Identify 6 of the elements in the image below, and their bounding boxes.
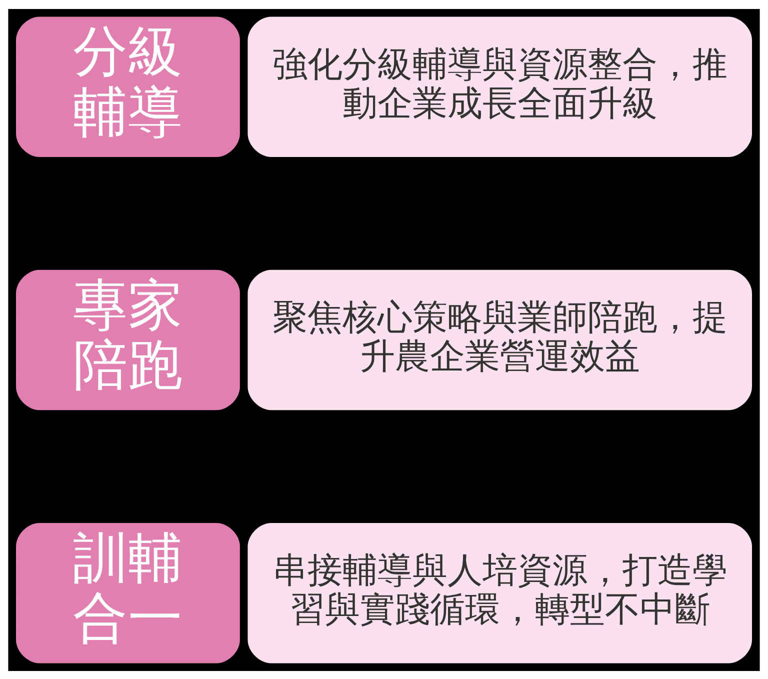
node-box: 分級輔導 [16,16,240,156]
node-box: 聚焦核心策略與業師陪跑，提升農企業營運效益 [248,269,752,410]
node-box: 專家陪跑 [16,269,240,410]
node-box: 串接輔導與人培資源，打造學習與實踐循環，轉型不中斷 [248,522,752,663]
node-box: 強化分級輔導與資源整合，推動企業成長全面升級 [248,16,752,156]
node-box: 訓輔合一 [16,522,240,663]
